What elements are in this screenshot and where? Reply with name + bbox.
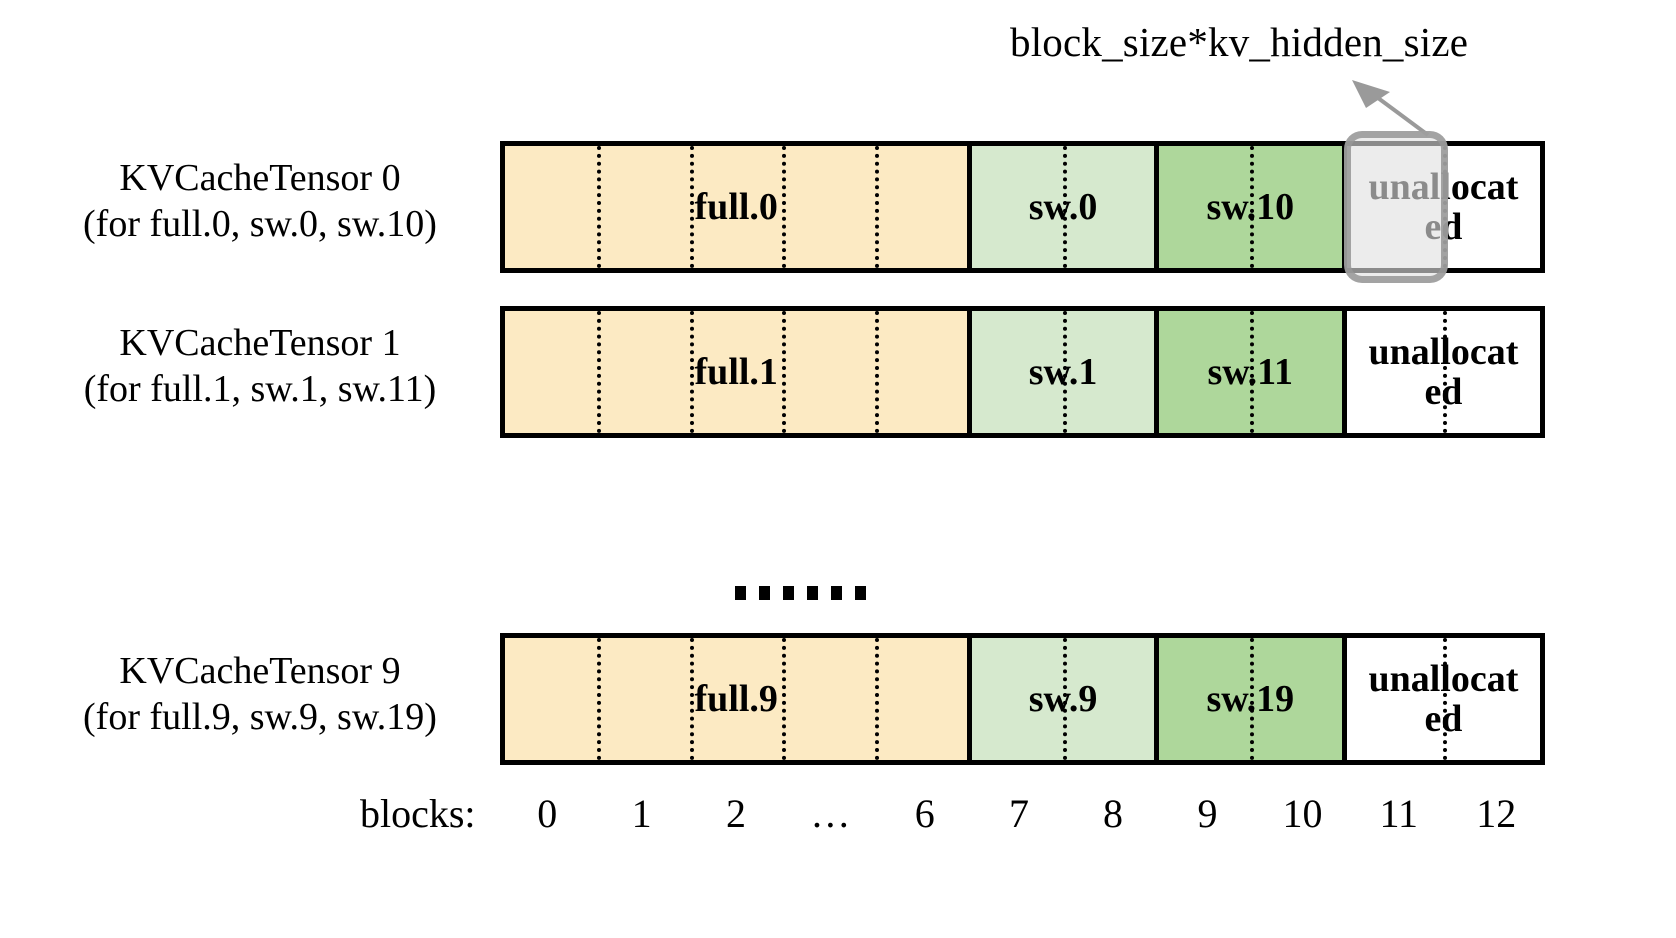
row-title-2: KVCacheTensor 9 (119, 650, 401, 692)
row-subtitle-1: (for full.1, sw.1, sw.11) (83, 368, 437, 411)
row-label-0: KVCacheTensor 0 (for full.0, sw.0, sw.10… (40, 155, 480, 248)
row-subtitle-0: (for full.0, sw.0, sw.10) (83, 203, 437, 246)
block-divider (1063, 638, 1068, 760)
segment-label: sw.19 (1206, 677, 1295, 720)
blocks-axis-tick-11: 11 (1379, 791, 1419, 836)
segment-label: full.0 (694, 185, 778, 228)
blocks-axis-tick-7: 7 (1009, 791, 1029, 836)
blocks-axis-tick-1: 1 (631, 791, 652, 836)
kvcache-tensor-bar-2[interactable]: full.9 sw.9 sw.19 unallocated (500, 633, 1545, 765)
block-divider (874, 146, 879, 268)
segment-label: unallocated (1368, 330, 1519, 413)
segment-sw-dark-1[interactable]: sw.11 (1158, 311, 1347, 433)
segment-label: full.1 (694, 350, 778, 393)
block-divider (689, 146, 694, 268)
row-title-0: KVCacheTensor 0 (119, 157, 401, 199)
blocks-axis-tick-9: 9 (1197, 791, 1218, 836)
block-divider (1443, 638, 1448, 760)
block-divider (782, 311, 787, 433)
segment-sw-light-1[interactable]: sw.1 (972, 311, 1159, 433)
segment-sw-light-2[interactable]: sw.9 (972, 638, 1159, 760)
blocks-axis-tick-0: 0 (537, 791, 558, 836)
blocks-axis-title: blocks: (360, 791, 476, 836)
block-divider (597, 146, 602, 268)
block-divider (597, 638, 602, 760)
highlight-box-block-11 (1344, 131, 1448, 283)
block-divider (1063, 311, 1068, 433)
blocks-axis-tick-8: 8 (1103, 791, 1123, 836)
row-title-1: KVCacheTensor 1 (119, 322, 401, 364)
block-divider (689, 638, 694, 760)
block-divider (782, 638, 787, 760)
annotation-block-size-label: block_size*kv_hidden_size (1010, 19, 1469, 65)
blocks-axis-tick-ellipsis: … (810, 791, 851, 836)
segment-full-2[interactable]: full.9 (505, 638, 973, 760)
blocks-axis-tick-6: 6 (914, 791, 935, 836)
block-divider (782, 146, 787, 268)
row-subtitle-2: (for full.9, sw.9, sw.19) (83, 696, 437, 739)
segment-sw-dark-2[interactable]: sw.19 (1158, 638, 1347, 760)
vertical-ellipsis (735, 586, 866, 600)
segment-sw-dark-0[interactable]: sw.10 (1158, 146, 1347, 268)
block-divider (1443, 311, 1448, 433)
segment-label: sw.1 (1028, 350, 1098, 393)
segment-label: full.9 (694, 677, 778, 720)
segment-label: unallocated (1368, 657, 1519, 740)
segment-unallocated-1[interactable]: unallocated (1346, 311, 1540, 433)
segment-sw-light-0[interactable]: sw.0 (972, 146, 1159, 268)
row-label-1: KVCacheTensor 1 (for full.1, sw.1, sw.11… (40, 320, 480, 413)
segment-unallocated-2[interactable]: unallocated (1346, 638, 1540, 760)
blocks-axis-tick-10: 10 (1282, 791, 1323, 836)
row-label-2: KVCacheTensor 9 (for full.9, sw.9, sw.19… (40, 648, 480, 741)
segment-full-0[interactable]: full.0 (505, 146, 973, 268)
block-divider (1250, 311, 1255, 433)
block-divider (597, 311, 602, 433)
segment-label: sw.11 (1207, 350, 1294, 393)
segment-label: sw.10 (1206, 185, 1295, 228)
segment-full-1[interactable]: full.1 (505, 311, 973, 433)
block-divider (1063, 146, 1068, 268)
block-divider (1250, 146, 1255, 268)
blocks-axis-tick-2: 2 (726, 791, 746, 836)
block-divider (1250, 638, 1255, 760)
block-divider (689, 311, 694, 433)
segment-label: sw.9 (1028, 677, 1098, 720)
blocks-axis-tick-12: 12 (1476, 791, 1517, 836)
kvcache-tensor-bar-1[interactable]: full.1 sw.1 sw.11 unallocated (500, 306, 1545, 438)
block-divider (874, 638, 879, 760)
block-divider (874, 311, 879, 433)
segment-label: sw.0 (1028, 185, 1098, 228)
